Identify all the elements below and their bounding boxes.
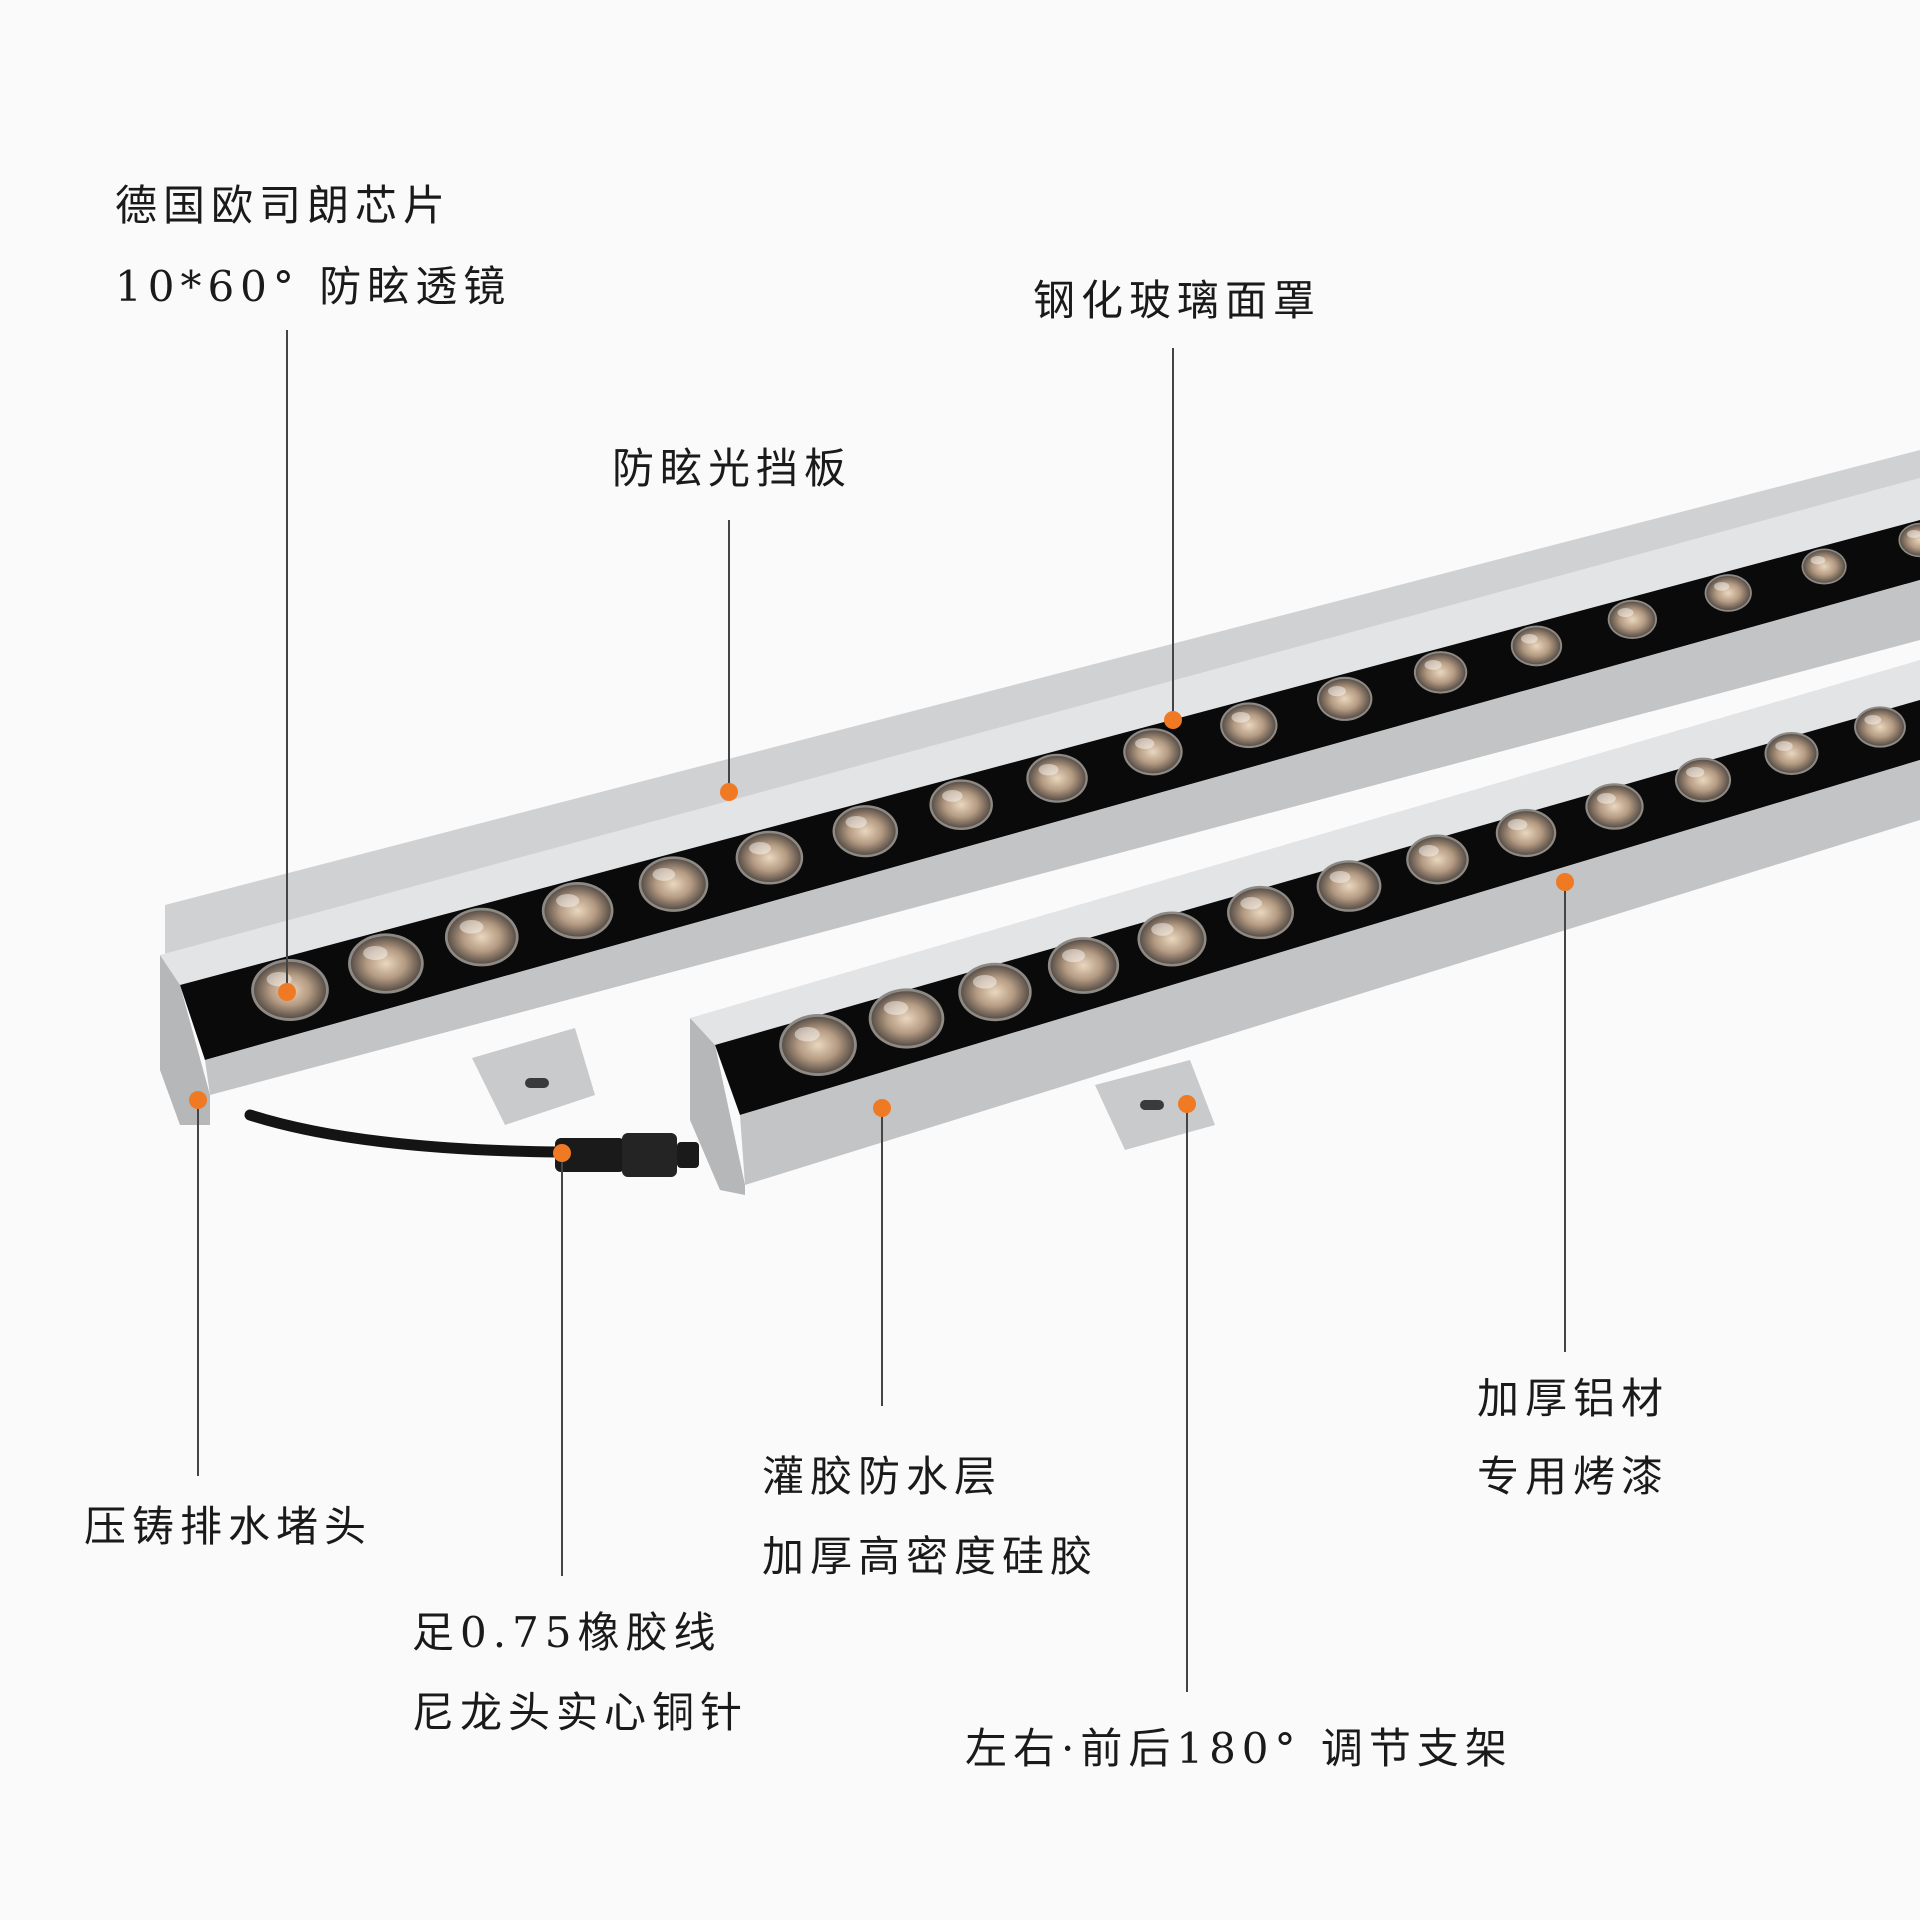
connector-tail <box>677 1142 699 1168</box>
lens-row-front <box>779 706 1906 1076</box>
bar-back-end-cap <box>160 955 210 1125</box>
bar-back-top-face <box>160 478 1920 985</box>
wall-washer-bar-back <box>160 450 1920 1125</box>
bar-front-top-face <box>690 660 1920 1045</box>
connector-male <box>555 1138 625 1172</box>
label-glass: 钢化玻璃面罩 <box>1033 276 1322 325</box>
callout-dot-endcap <box>189 1091 207 1109</box>
callout-dot-aluminum <box>1556 873 1574 891</box>
led-lens <box>1316 860 1382 912</box>
led-lens <box>1607 599 1658 640</box>
led-lens <box>348 933 424 994</box>
led-lens <box>1898 522 1920 558</box>
led-lens <box>1317 676 1373 721</box>
callout-dot-glass <box>1164 711 1182 729</box>
label-glue-line1: 灌胶防水层 <box>762 1452 1003 1501</box>
bracket-slot <box>525 1078 549 1088</box>
led-lens <box>1585 783 1644 830</box>
led-lens <box>1495 808 1557 858</box>
led-lens <box>1510 625 1563 667</box>
label-shield: 防眩光挡板 <box>612 444 853 493</box>
callout-dot-chip <box>278 983 296 1001</box>
led-lens <box>929 779 993 830</box>
label-bracket: 左右·前后180° 调节支架 <box>965 1724 1513 1773</box>
led-lens <box>779 1014 857 1076</box>
led-lens <box>958 962 1032 1022</box>
label-chip-line2: 10*60° 防眩透镜 <box>115 262 512 311</box>
leader-lines <box>197 330 1566 1692</box>
label-cable-line2: 尼龙头实心铜针 <box>412 1688 749 1737</box>
led-lens <box>1406 834 1469 885</box>
callout-dot-bracket <box>1178 1095 1196 1113</box>
bar-front-end-cap <box>690 1018 745 1195</box>
anti-glare-shield-plate <box>165 450 1920 955</box>
label-aluminum-line2: 专用烤漆 <box>1477 1452 1670 1501</box>
led-lens <box>1227 885 1294 940</box>
callout-dot-shield <box>720 783 738 801</box>
led-lens <box>1704 574 1752 612</box>
led-lens <box>832 805 899 858</box>
bar-front-front-face <box>740 760 1920 1185</box>
power-cable <box>244 1109 699 1177</box>
wall-washer-bar-front <box>690 660 1920 1195</box>
led-lens <box>1026 753 1088 803</box>
label-endcap: 压铸排水堵头 <box>84 1502 373 1551</box>
callout-dot-glue <box>873 1099 891 1117</box>
label-glue-line2: 加厚高密度硅胶 <box>762 1532 1099 1581</box>
led-lens <box>1854 706 1906 748</box>
bar-back-bracket <box>472 1028 595 1125</box>
lens-row-back <box>251 522 1920 1021</box>
led-lens <box>541 882 614 940</box>
label-aluminum-line1: 加厚铝材 <box>1477 1374 1670 1423</box>
led-lens <box>1413 651 1468 694</box>
callout-dot-cable <box>553 1144 571 1162</box>
bracket-slot <box>1140 1100 1164 1110</box>
bar-back-front-face <box>205 580 1920 1095</box>
led-lens <box>1047 937 1120 994</box>
led-lens <box>1674 757 1732 803</box>
led-lens <box>1220 702 1278 749</box>
led-lens <box>1137 911 1207 967</box>
led-lens <box>444 907 519 967</box>
led-lens <box>1123 728 1183 776</box>
led-lens <box>638 856 709 912</box>
led-lens <box>735 830 804 885</box>
led-lens <box>1764 732 1819 775</box>
label-chip-line1: 德国欧司朗芯片 <box>115 181 452 230</box>
label-cable-line1: 足0.75橡胶线 <box>412 1608 722 1657</box>
connector-female <box>622 1133 677 1177</box>
led-lens <box>868 988 945 1049</box>
callout-dots <box>189 711 1574 1162</box>
led-lens <box>1801 548 1847 585</box>
